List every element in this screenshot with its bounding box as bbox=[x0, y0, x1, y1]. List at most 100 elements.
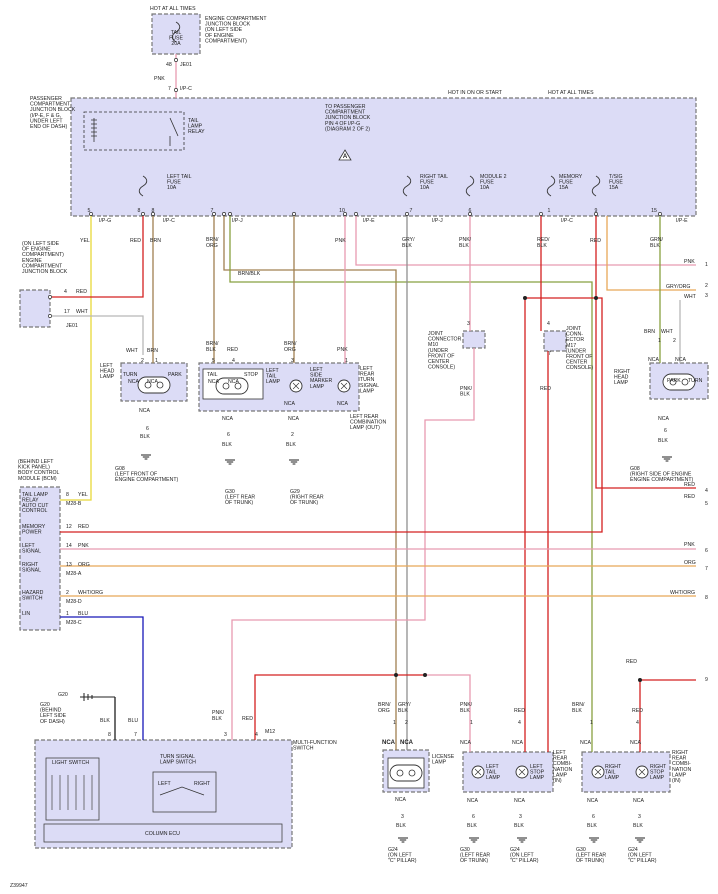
label: LEFT REAR bbox=[350, 414, 379, 420]
label: TURN bbox=[123, 372, 138, 378]
label: LIN bbox=[22, 611, 30, 617]
label: T/SIG bbox=[609, 174, 623, 180]
column-ecu-box bbox=[43, 823, 283, 843]
label: LICENSE bbox=[432, 754, 455, 760]
label: CONN- bbox=[566, 332, 583, 338]
label: 3 bbox=[705, 293, 708, 299]
relay-contact-icon bbox=[169, 117, 179, 146]
label: CENTER bbox=[566, 360, 588, 366]
label: FUSE bbox=[559, 180, 573, 186]
label: G30 bbox=[460, 847, 470, 853]
label: BRN/BLK bbox=[238, 271, 261, 277]
pin-icon bbox=[48, 314, 52, 318]
label: 20A bbox=[171, 41, 181, 47]
label: NCA bbox=[139, 408, 150, 414]
label: LEFT bbox=[310, 367, 324, 373]
label: LEFT bbox=[100, 363, 114, 369]
label: FUSE bbox=[609, 180, 623, 186]
label: LAMP bbox=[432, 760, 447, 766]
label: FUSE bbox=[167, 180, 181, 186]
label: COLUMN ECU bbox=[145, 831, 180, 837]
label: OF TRUNK) bbox=[290, 500, 318, 506]
label: NCA bbox=[633, 798, 644, 804]
label: G24 bbox=[510, 847, 520, 853]
label: SIGNAL bbox=[22, 548, 41, 554]
label: 10A bbox=[420, 185, 430, 191]
label: CONSOLE) bbox=[428, 365, 455, 371]
label: 3 bbox=[401, 814, 404, 820]
pin-icon bbox=[174, 88, 178, 92]
label: 7 bbox=[548, 351, 551, 357]
label: RIGHT bbox=[194, 781, 211, 787]
label: BLK bbox=[140, 434, 150, 440]
label: 15A bbox=[609, 185, 619, 191]
label: M28-A bbox=[66, 571, 82, 577]
label: NCA bbox=[658, 416, 669, 422]
label: BRN bbox=[147, 348, 158, 354]
label: FUSE bbox=[480, 180, 494, 186]
label: 2 bbox=[141, 358, 144, 364]
label: RIGHT bbox=[605, 764, 622, 770]
label: 6 bbox=[705, 548, 708, 554]
label: 4 bbox=[518, 720, 521, 726]
label: RIGHT TAIL bbox=[420, 174, 448, 180]
label: A bbox=[343, 154, 348, 160]
pin-icon bbox=[354, 212, 358, 216]
label: BLU bbox=[78, 611, 88, 617]
label: NCA bbox=[400, 740, 414, 746]
label: NCA bbox=[222, 416, 233, 422]
pin-icon bbox=[222, 212, 226, 216]
label: RED bbox=[227, 347, 238, 353]
label: NCA bbox=[580, 740, 591, 746]
label: 2 bbox=[673, 338, 676, 344]
label: MULTI-FUNCTION bbox=[293, 740, 337, 746]
label: BLK bbox=[212, 716, 222, 722]
label: LIGHT SWITCH bbox=[52, 760, 89, 766]
label: 3 bbox=[224, 732, 227, 738]
label: ENGINE COMPARTMENT) bbox=[630, 477, 693, 483]
label: 3 bbox=[467, 321, 470, 327]
label: I/P-C bbox=[561, 218, 573, 224]
label: 7 bbox=[410, 208, 413, 214]
label: NCA bbox=[288, 416, 299, 422]
label: FRONT OF bbox=[566, 354, 592, 360]
pin-icon bbox=[48, 295, 52, 299]
wire-blu-lin bbox=[60, 616, 144, 740]
dual-bulb-icon bbox=[662, 373, 696, 391]
label: BLK bbox=[587, 823, 597, 829]
label: PNK/ bbox=[460, 386, 473, 392]
label: PNK bbox=[78, 543, 89, 549]
label: (RIGHT REAR bbox=[290, 495, 324, 501]
label: ORG bbox=[78, 562, 90, 568]
label: "C" PILLAR) bbox=[510, 858, 539, 864]
label: RED bbox=[76, 289, 87, 295]
label: NCA bbox=[514, 798, 525, 804]
ground-icon bbox=[469, 837, 479, 843]
label: RED bbox=[590, 238, 601, 244]
splice-dot bbox=[423, 673, 427, 677]
label: NCA bbox=[460, 740, 471, 746]
label: LEFT bbox=[158, 781, 172, 787]
fuse-icon bbox=[591, 175, 601, 197]
chassis-ground-icon bbox=[80, 693, 115, 701]
label: BLK bbox=[650, 243, 660, 249]
label: NCA bbox=[382, 740, 396, 746]
label: 7 bbox=[211, 208, 214, 214]
label: G29 bbox=[290, 489, 300, 495]
label: BLK bbox=[286, 442, 296, 448]
turn-switch-contact-icon bbox=[159, 786, 205, 796]
label: BLU bbox=[128, 718, 138, 724]
label: GRY/ORG bbox=[666, 284, 690, 290]
label: TURN SIGNAL bbox=[160, 754, 195, 760]
label: 1 bbox=[590, 720, 593, 726]
label: (BEHIND bbox=[40, 708, 62, 714]
label: RED bbox=[242, 716, 253, 722]
label: POWER bbox=[22, 529, 42, 535]
label: BLK bbox=[460, 708, 470, 714]
label: RED bbox=[632, 708, 643, 714]
label: G30 bbox=[225, 489, 235, 495]
label: END OF DASH) bbox=[30, 124, 67, 130]
label: M28-B bbox=[66, 501, 82, 507]
label: 6 bbox=[227, 432, 230, 438]
label: LAMP bbox=[310, 384, 325, 390]
